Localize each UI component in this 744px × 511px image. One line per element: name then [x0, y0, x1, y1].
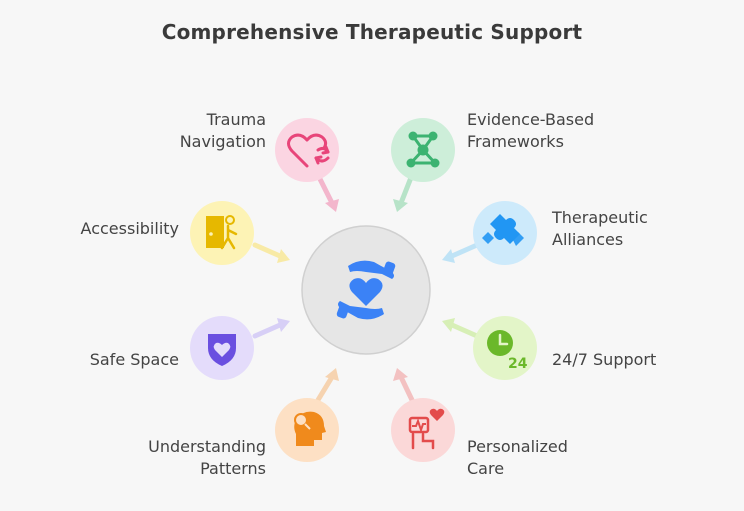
- heart-refresh-icon: [287, 133, 330, 168]
- center-node: [301, 225, 431, 355]
- label-24-7-support: 24/7 Support: [552, 350, 657, 369]
- node-trauma-navigation: [275, 118, 339, 182]
- door-person-icon: [206, 215, 238, 250]
- node-personalized-care: [391, 398, 455, 462]
- arrow-personalized-care: [393, 368, 415, 403]
- arrow-therapeutic-alliances: [442, 242, 480, 263]
- label-evidence-based-frameworks: Evidence-Based Frameworks: [467, 110, 595, 151]
- diagram-title: Comprehensive Therapeutic Support: [161, 20, 583, 44]
- svg-text:24: 24: [508, 356, 528, 372]
- arrow-safe-space: [252, 318, 290, 339]
- arrow-24-7-support: [442, 318, 480, 339]
- label-safe-space: Safe Space: [89, 350, 179, 369]
- node-understanding-patterns: [275, 398, 339, 462]
- arrow-accessibility: [252, 242, 290, 263]
- node-24-7-support: 24: [473, 316, 537, 380]
- label-understanding-patterns: Understanding Patterns: [148, 437, 266, 478]
- node-accessibility: [190, 201, 254, 265]
- label-accessibility: Accessibility: [80, 219, 179, 238]
- arrow-understanding-patterns: [315, 368, 339, 403]
- arrow-trauma-navigation: [315, 172, 339, 212]
- clock-24-icon: 24: [487, 330, 528, 372]
- label-therapeutic-alliances: Therapeutic Alliances: [552, 208, 648, 249]
- node-therapeutic-alliances: [473, 201, 537, 265]
- arrows: [252, 172, 480, 403]
- label-personalized-care: Personalized Care: [467, 437, 568, 478]
- node-evidence-based-frameworks: [391, 118, 455, 182]
- person-heart-icon: [408, 408, 445, 450]
- puzzle-icon: [482, 214, 524, 246]
- head-search-icon: [294, 411, 326, 446]
- hands-heart-icon: [336, 260, 396, 320]
- arrow-evidence-based-frameworks: [393, 172, 415, 212]
- label-trauma-navigation: Trauma Navigation: [179, 110, 266, 151]
- node-safe-space: [190, 316, 254, 380]
- shield-heart-icon: [208, 334, 236, 366]
- network-icon: [406, 131, 440, 168]
